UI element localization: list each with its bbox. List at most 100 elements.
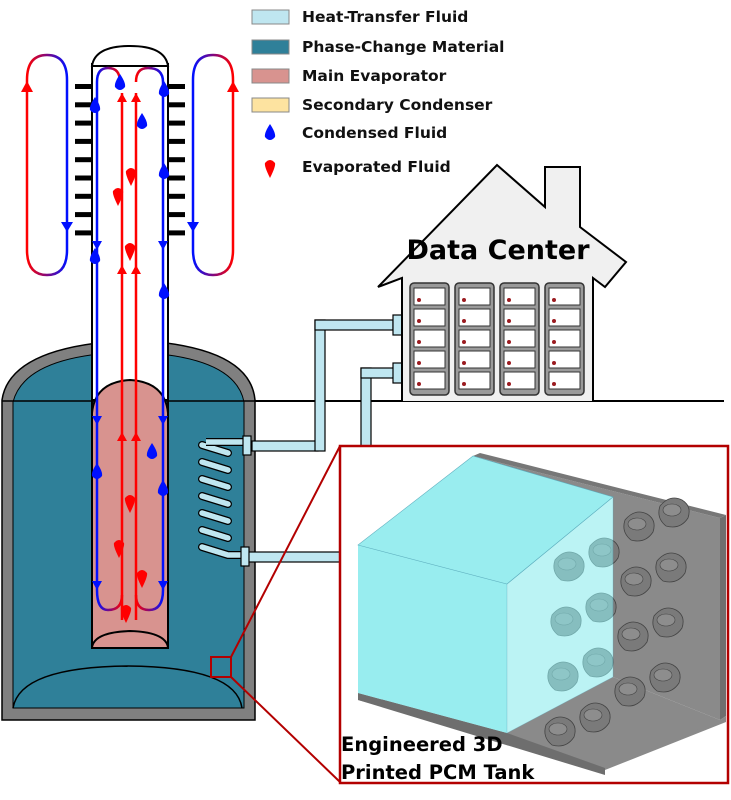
- server-led-icon: [417, 298, 421, 302]
- legend-swatch: [251, 68, 290, 84]
- evaporated-droplet-icon: [124, 495, 136, 513]
- legend-label: Condensed Fluid: [302, 124, 447, 142]
- condensed-droplet-icon: [158, 283, 170, 299]
- server-unit: [503, 371, 536, 390]
- callout-source-box: [210, 656, 232, 678]
- fin: [75, 120, 92, 126]
- tank-bottom-dome: [12, 665, 243, 709]
- server-led-icon: [417, 361, 421, 365]
- fin: [168, 102, 185, 108]
- server-led-icon: [417, 319, 421, 323]
- arrow-down-icon: [92, 241, 102, 250]
- legend-swatch: [251, 39, 290, 55]
- fin: [75, 102, 92, 108]
- server-unit: [413, 287, 446, 306]
- server-rack: [499, 282, 540, 396]
- arrow-up-icon: [227, 81, 239, 92]
- server-led-icon: [507, 298, 511, 302]
- legend-label: Evaporated Fluid: [302, 158, 451, 176]
- server-led-icon: [552, 382, 556, 386]
- pipe-flange: [240, 546, 250, 567]
- arrow-down-icon: [158, 416, 168, 425]
- legend-item: Secondary Condenser: [251, 96, 493, 114]
- legend-label: Main Evaporator: [302, 67, 447, 85]
- fin: [168, 212, 185, 218]
- server-unit: [548, 287, 581, 306]
- fin: [168, 230, 185, 236]
- data-center-building: Data Center: [377, 163, 628, 401]
- server-unit: [458, 287, 491, 306]
- server-unit: [458, 329, 491, 348]
- server-led-icon: [417, 340, 421, 344]
- legend-item: Heat-Transfer Fluid: [251, 8, 468, 26]
- heat-pipe: [90, 44, 170, 649]
- condensed-droplet-icon: [158, 163, 170, 179]
- data-center-title: Data Center: [406, 235, 590, 266]
- fin: [168, 120, 185, 126]
- server-unit: [503, 350, 536, 369]
- legend-swatch: [251, 9, 290, 25]
- heat-pipe-upper-column: [91, 63, 169, 401]
- legend-item: Main Evaporator: [251, 67, 447, 85]
- fin: [75, 212, 92, 218]
- server-led-icon: [417, 382, 421, 386]
- condensed-droplet-icon: [264, 124, 276, 140]
- server-unit: [413, 350, 446, 369]
- condensed-droplet-icon: [114, 74, 126, 90]
- arrow-up-icon: [117, 265, 127, 274]
- server-rack: [409, 282, 450, 396]
- arrow-up-icon: [21, 81, 33, 92]
- inset-back-wall-top: [473, 453, 726, 518]
- server-led-icon: [462, 382, 466, 386]
- server-unit: [503, 287, 536, 306]
- server-led-icon: [462, 319, 466, 323]
- server-unit: [503, 329, 536, 348]
- pipe-lower-top: [360, 367, 395, 379]
- callout-line: [230, 445, 341, 658]
- server-unit: [413, 371, 446, 390]
- right-loop: [191, 53, 235, 277]
- condensed-droplet-icon: [158, 81, 170, 97]
- pipe-flange: [242, 435, 252, 456]
- server-unit: [548, 371, 581, 390]
- arrow-up-icon: [117, 432, 127, 441]
- evaporated-droplet-icon: [120, 605, 132, 623]
- server-unit: [503, 308, 536, 327]
- server-led-icon: [507, 382, 511, 386]
- server-led-icon: [552, 298, 556, 302]
- server-unit: [458, 371, 491, 390]
- callout-line: [230, 676, 341, 783]
- server-unit: [413, 329, 446, 348]
- inset-floor-edge: [358, 693, 605, 775]
- heat-exchanger-coil: [198, 438, 243, 559]
- fin: [75, 84, 92, 89]
- legend-label: Heat-Transfer Fluid: [302, 8, 468, 26]
- inset-fluid-front: [358, 545, 507, 733]
- evaporated-droplet-icon: [264, 160, 276, 178]
- server-unit: [548, 329, 581, 348]
- server-led-icon: [552, 340, 556, 344]
- server-unit: [413, 308, 446, 327]
- pipe-flange: [392, 362, 403, 384]
- arrow-down-icon: [92, 416, 102, 425]
- legend-label: Secondary Condenser: [302, 96, 493, 114]
- fin: [75, 138, 92, 144]
- legend-item: Phase-Change Material: [251, 38, 504, 56]
- evaporated-droplet-icon: [124, 243, 136, 261]
- internal-flow: [92, 66, 168, 620]
- server-led-icon: [462, 298, 466, 302]
- arrow-up-icon: [117, 93, 127, 102]
- heat-pipe-top-cap: [90, 44, 170, 67]
- server-unit: [548, 308, 581, 327]
- server-led-icon: [507, 340, 511, 344]
- condensed-droplet-icon: [89, 97, 101, 113]
- server-led-icon: [462, 361, 466, 365]
- condensed-droplet-icon: [157, 480, 169, 496]
- evaporator-bottom-arc: [91, 629, 169, 648]
- arrow-down-icon: [61, 222, 73, 232]
- legend-item: Evaporated Fluid: [264, 158, 451, 178]
- condensed-droplet-icon: [146, 443, 158, 459]
- droplets: [89, 74, 170, 623]
- fin: [168, 84, 185, 89]
- arrow-up-icon: [131, 93, 141, 102]
